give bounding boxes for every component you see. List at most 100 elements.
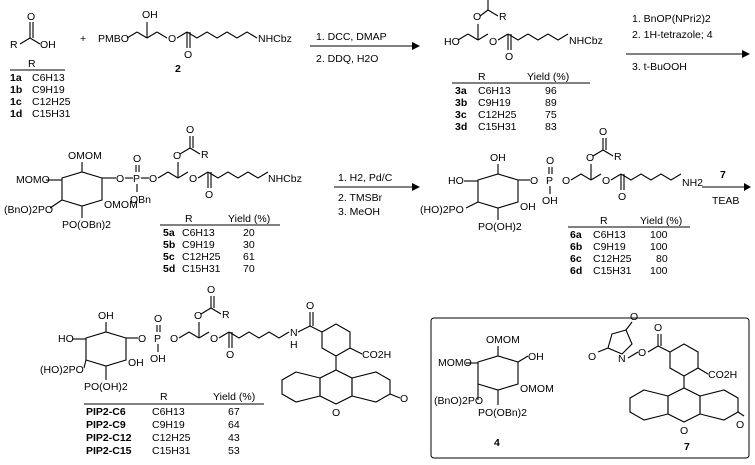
table5-r: C9H19 [182,239,215,251]
tablepip-yield: 43 [228,432,240,444]
svg-text:OH: OH [528,351,544,363]
compound-5: OMOM MOMO (BnO)2PO OMOM PO(OBn)2 O P O O… [4,124,302,231]
svg-text:O: O [400,393,408,405]
nhcbz-label-5: NHCbz [268,173,302,185]
svg-text:R: R [499,11,507,23]
pip2-conjugate: OH HO (HO)2PO OH PO(OH)2 O P O OH O O O … [40,284,408,419]
table5-r: C6H13 [182,227,215,239]
svg-text:OH: OH [150,353,166,365]
table5-yield: 30 [243,239,255,251]
svg-text:O: O [306,300,314,312]
table3-yield: 83 [545,121,557,133]
acid-id: 1b [10,84,22,96]
svg-text:O: O [505,51,513,63]
table5-yield: 70 [243,263,255,275]
svg-text:O: O [170,333,178,345]
step1-reagent-2: 2. DDQ, H2O [316,53,378,65]
svg-text:N: N [618,353,626,365]
table3-id: 3b [455,97,467,109]
compound-2: PMBO OH O O NHCbz 2 [98,9,292,75]
svg-text:OH: OH [98,310,114,322]
table-5: R Yield (%) 5a C6H13 20 5b C9H19 30 5c C… [160,213,280,275]
table6-r: C9H19 [593,241,626,253]
step2-reagent-3: 3. t-BuOOH [632,61,687,73]
compound5-bno2po: (BnO)2PO [4,204,53,216]
table6-r: C12H25 [593,253,632,265]
svg-text:O: O [588,351,596,363]
compound6-nh2: NH2 [682,177,703,189]
pip2-ho2po: (HO)2PO [40,364,84,376]
table3-yield: 96 [545,85,557,97]
compound4-omom-top: OMOM [486,334,520,346]
acid-r-header: R [28,58,36,70]
table-pip2: R Yield (%) PIP2-C6 C6H13 67 PIP2-C9 C9H… [84,391,264,457]
svg-text:OH: OH [40,39,56,51]
table5-id: 5c [163,251,175,263]
table6-header-yield: Yield (%) [640,215,682,227]
table3-r: C9H19 [478,97,511,109]
svg-text:P: P [133,173,140,185]
tablepip-yield: 67 [228,406,240,418]
tablepip-r: C15H31 [152,445,191,457]
table5-id: 5a [163,227,175,239]
tablepip-yield: 53 [228,445,240,457]
compound5-omom-top: OMOM [68,150,102,162]
svg-text:R: R [614,151,622,163]
svg-text:O: O [186,124,194,136]
compound4-po-obn2: PO(OBn)2 [478,407,527,419]
pip2-h: H [290,339,298,351]
svg-text:OH: OH [542,195,558,207]
table5-header-r: R [185,213,193,225]
acid-r: C15H31 [32,108,71,120]
table3-id: 3d [455,121,467,133]
svg-text:OH: OH [520,201,536,213]
svg-text:O: O [530,175,538,187]
tablepip-id: PIP2-C15 [86,445,132,457]
table6-yield: 100 [650,229,668,241]
table6-id: 6c [570,253,582,265]
compound5-omom-right: OMOM [104,199,138,211]
tablepip-r: C12H25 [152,432,191,444]
table3-yield: 89 [545,97,557,109]
compound-4: OMOM MOMO (BnO)2PO OMOM PO(OBn)2 OH 4 [434,334,554,449]
nhcbz-label-3: NHCbz [569,35,603,47]
table6-id: 6a [570,229,582,241]
svg-text:O: O [680,425,688,437]
svg-text:O: O [562,175,570,187]
svg-text:P: P [546,175,553,187]
compound4-momo: MOMO [438,357,472,369]
svg-text:O: O [736,419,744,431]
compound4-label: 4 [494,437,500,449]
table6-r: C15H31 [593,265,632,277]
svg-text:O: O [654,322,662,334]
svg-text:O: O [184,49,192,61]
svg-text:O: O [133,153,141,165]
svg-text:R: R [201,149,209,161]
svg-text:HO: HO [444,36,460,48]
table3-id: 3c [455,109,467,121]
compound7-co2h: CO2H [708,369,737,381]
svg-text:OH: OH [128,357,144,369]
compound7-label: 7 [684,441,690,453]
table5-id: 5b [163,239,175,251]
compound-3: HO O R O O NHCbz [444,0,603,63]
pmbo-label: PMBO [98,33,129,45]
tablepip-header-r: R [160,391,168,403]
svg-text:HO: HO [58,333,74,345]
acid-r: C9H19 [32,84,65,96]
tablepip-id: PIP2-C9 [86,419,126,431]
compound-2-label: 2 [175,63,181,75]
pip2-po-oh2: PO(OH)2 [84,381,128,393]
compound5-po-obn2: PO(OBn)2 [62,219,111,231]
carboxylic-acid-1: R O OH [10,11,56,51]
table6-id: 6d [570,265,582,277]
step4-reagent-1: 7 [720,169,726,181]
compound6-ho2po: (HO)2PO [420,204,464,216]
tablepip-header-yield: Yield (%) [213,391,255,403]
table5-r: C15H31 [182,263,221,275]
acid-id: 1d [10,108,22,120]
table6-yield: 100 [650,241,668,253]
compound-6: OH HO (HO)2PO OH PO(OH)2 O P O OH O O O … [420,126,703,233]
step3-reagent-1: 1. H2, Pd/C [338,172,393,184]
